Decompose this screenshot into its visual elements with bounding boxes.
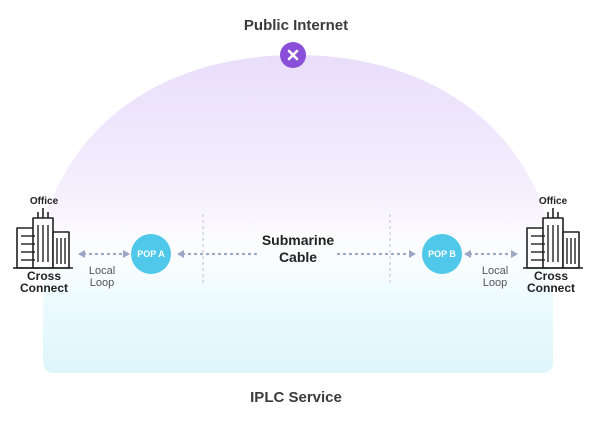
right-cross-connect-label: Cross Connect (527, 269, 575, 295)
arrowhead-left-loop-a (78, 250, 85, 258)
left-local-loop-label: Local Loop (88, 265, 116, 289)
arrowhead-right-cable (409, 250, 416, 258)
pop-b-node: POP B (422, 234, 462, 274)
left-office-label: Office (29, 196, 59, 207)
arrowhead-left-cable (177, 250, 184, 258)
right-office-label: Office (538, 196, 568, 207)
iplc-service-label: IPLC Service (250, 389, 342, 406)
submarine-cable-label: Submarine Cable (261, 232, 335, 265)
pop-a-node: POP A (131, 234, 171, 274)
right-local-loop-label: Local Loop (481, 265, 509, 289)
arrowhead-right-loop-b (511, 250, 518, 258)
left-cross-connect-label: Cross Connect (20, 269, 68, 295)
public-internet-blocked (280, 42, 306, 68)
left-office-building-icon (13, 208, 73, 269)
arrowhead-right-loop-a (464, 250, 471, 258)
right-office-building-icon (523, 208, 583, 269)
close-icon (287, 49, 299, 61)
public-internet-label: Public Internet (243, 17, 349, 34)
arrowhead-left-loop-b (123, 250, 130, 258)
